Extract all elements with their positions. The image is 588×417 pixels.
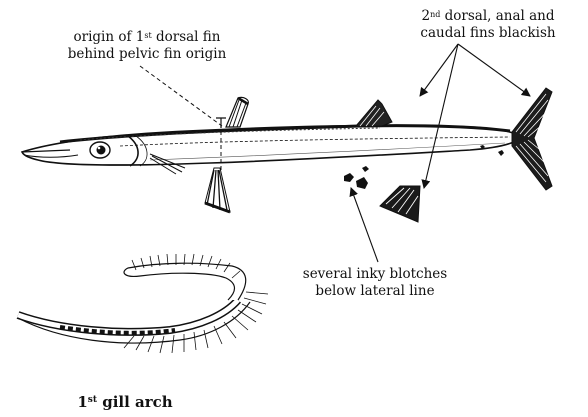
second-dorsal-fin (356, 100, 392, 126)
superscript: nd (430, 10, 440, 19)
anal-fin (380, 186, 420, 222)
label-gill-arch: 1st gill arch (40, 394, 210, 411)
pelvic-fin (205, 168, 230, 212)
text-segment: origin of 1 (74, 29, 145, 45)
label-fins-blackish: 2nd dorsal, anal and caudal fins blackis… (368, 8, 588, 42)
label-inky-blotches: several inky blotches below lateral line (300, 266, 450, 300)
first-dorsal-fin (226, 97, 248, 127)
superscript: st (144, 31, 151, 40)
leader-dorsal-origin (140, 66, 222, 126)
text-segment: dorsal fin (152, 29, 221, 45)
label-fins-blackish-line2: caudal fins blackish (368, 25, 588, 42)
text-segment: 1 (77, 393, 87, 411)
text-segment: dorsal, anal and (440, 8, 554, 24)
label-dorsal-fin-origin: origin of 1st dorsal fin behind pelvic f… (32, 29, 262, 63)
label-inky-blotches-line2: below lateral line (300, 283, 450, 300)
arrow-to-blotches (351, 188, 378, 262)
label-inky-blotches-line1: several inky blotches (300, 266, 450, 283)
arrow-to-anal-fin (424, 44, 458, 188)
label-dorsal-fin-origin-line2: behind pelvic fin origin (32, 46, 262, 63)
superscript: st (88, 395, 97, 405)
text-segment: 2 (421, 8, 430, 24)
caudal-fin (512, 88, 552, 190)
label-dorsal-fin-origin-line1: origin of 1st dorsal fin (32, 29, 262, 46)
label-fins-blackish-line1: 2nd dorsal, anal and (368, 8, 588, 25)
gill-arch-illustration (18, 254, 268, 353)
text-segment: gill arch (97, 393, 173, 411)
arrow-to-caudal-fin (458, 44, 530, 96)
